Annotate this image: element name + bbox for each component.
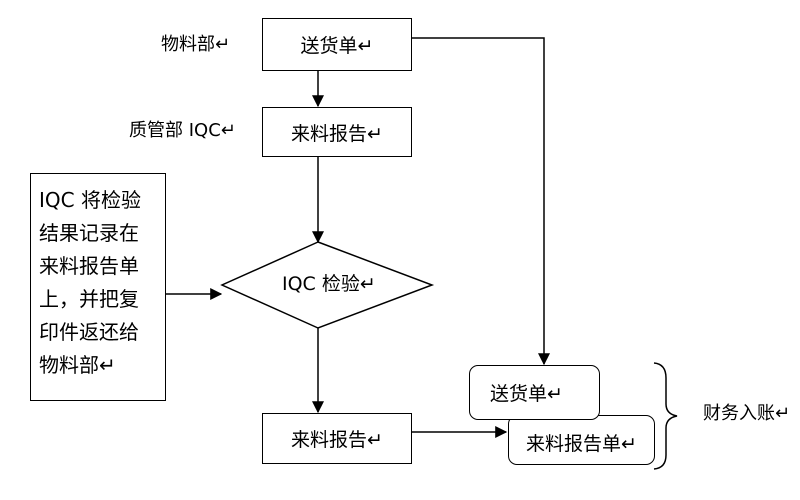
stacked-report-box: 来料报告单↵: [508, 415, 655, 465]
finance-label: 财务入账↵: [703, 403, 791, 424]
note-line-1: IQC 将检验: [39, 188, 141, 212]
note-line-6: 物料部↵: [39, 353, 116, 377]
inspection-note: IQC 将检验 结果记录在 来料报告单 上，并把复 印件返还给 物料部↵: [30, 173, 166, 401]
qc-dept-label: 质管部 IQC↵: [129, 120, 236, 141]
note-line-4: 上，并把复: [39, 287, 139, 311]
materials-dept-label: 物料部↵: [161, 34, 231, 55]
note-line-2: 结果记录在: [39, 221, 139, 245]
iqc-inspection-label: IQC 检验↵: [282, 273, 376, 295]
stacked-delivery-box: 送货单↵: [469, 365, 600, 420]
finance-brace: [653, 362, 678, 470]
incoming-report-box: 来料报告↵: [262, 107, 412, 157]
delivery-note-box: 送货单↵: [262, 18, 412, 71]
note-line-5: 印件返还给: [39, 320, 139, 344]
incoming-report-bottom-box: 来料报告↵: [262, 413, 412, 464]
note-line-3: 来料报告单: [39, 254, 139, 278]
inspection-diamond: [220, 241, 435, 329]
arrow-delivery-to-stacked: [412, 37, 550, 366]
